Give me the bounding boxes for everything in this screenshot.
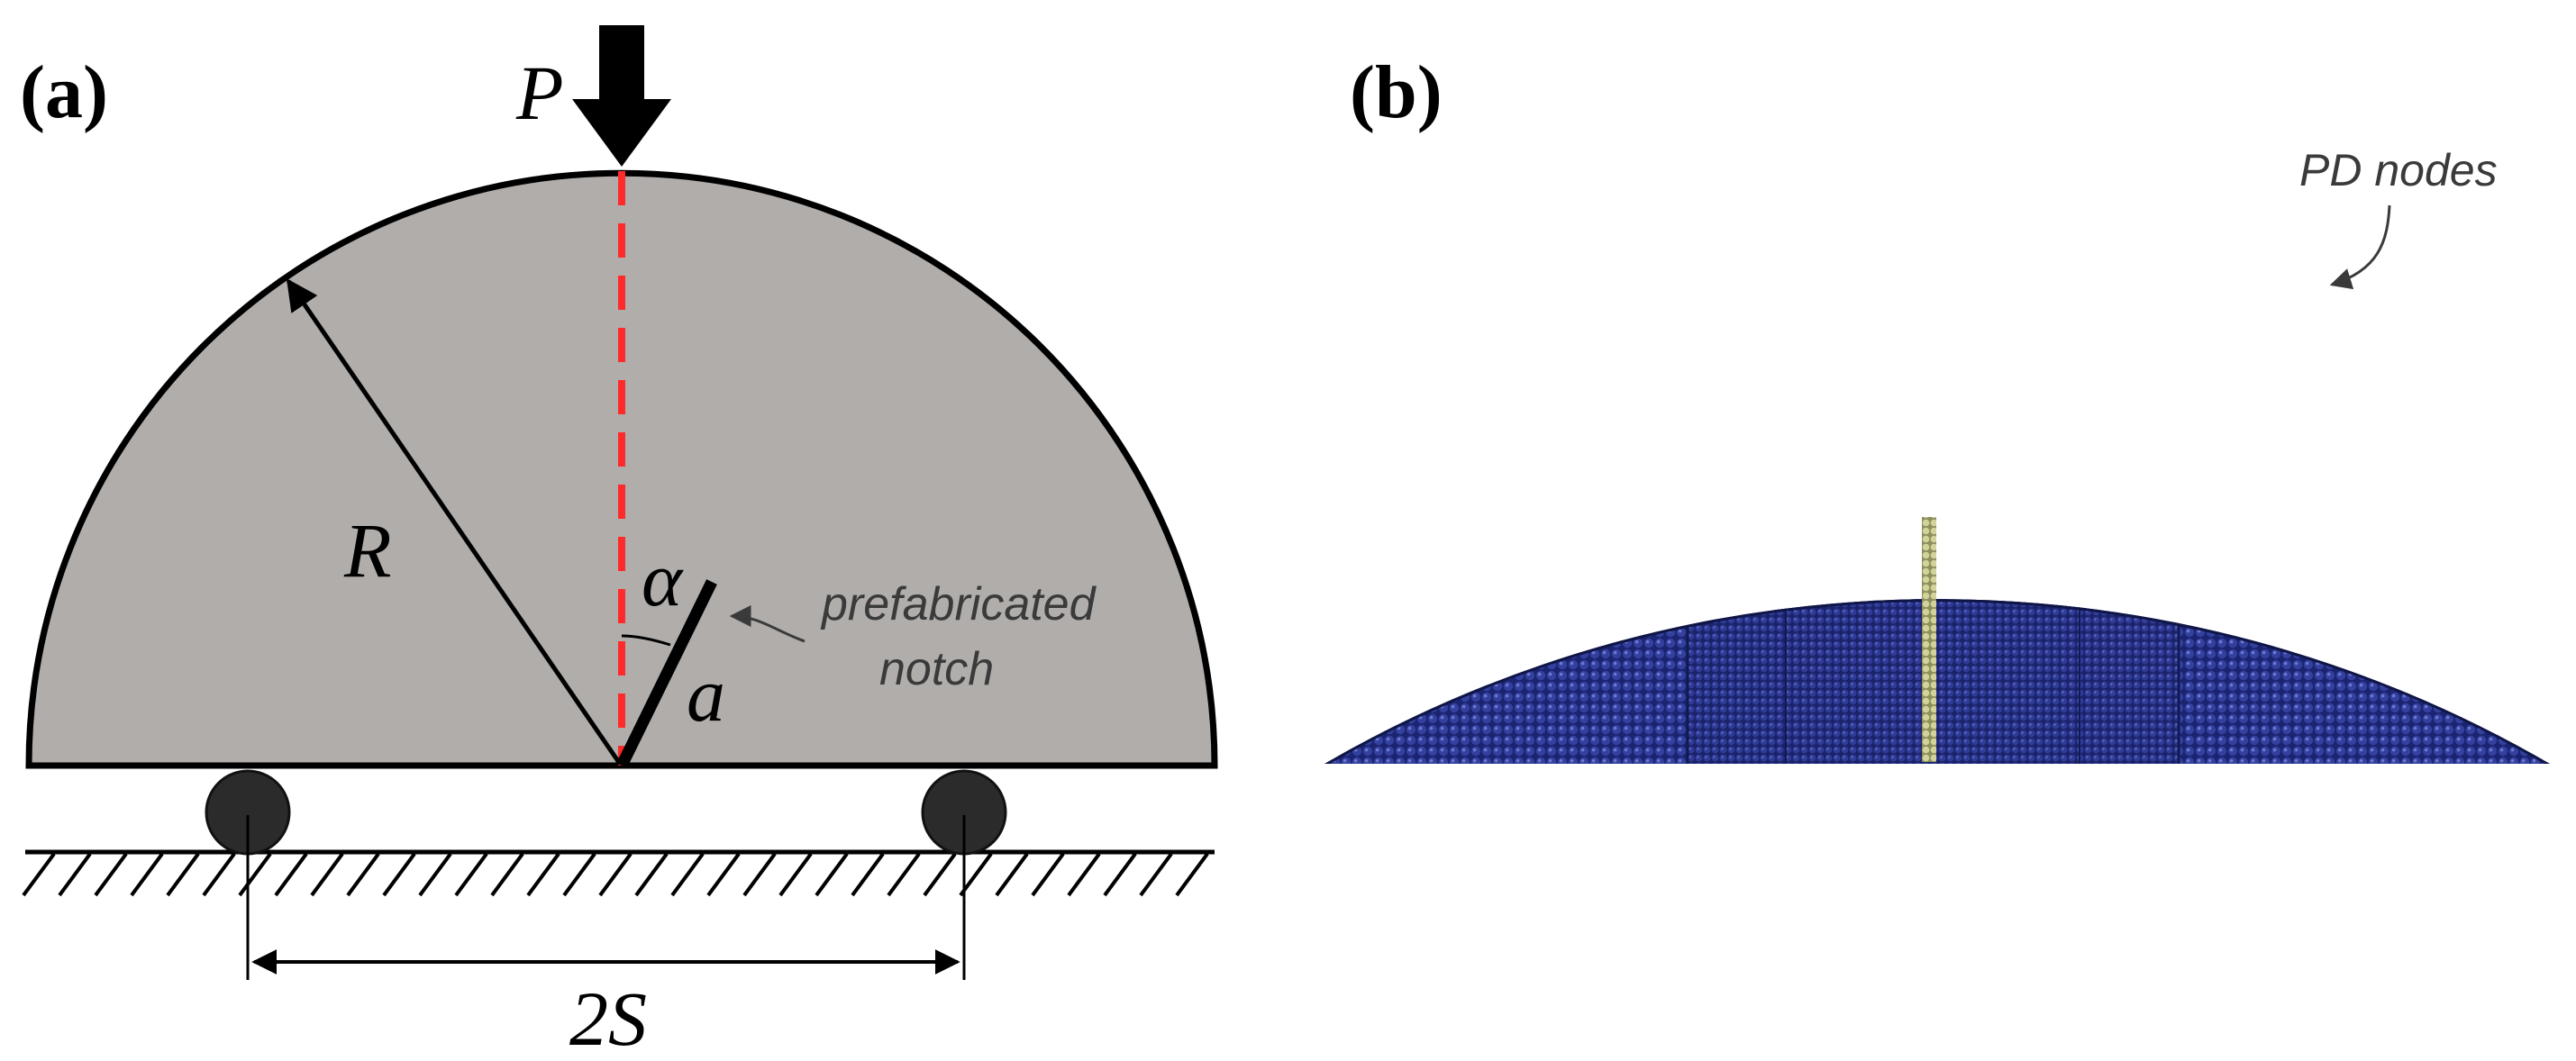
hatch-mark — [1031, 852, 1065, 897]
hatch-mark — [1103, 852, 1137, 897]
hatch-mark — [454, 852, 488, 897]
notch-length-symbol: a — [687, 651, 725, 738]
hatch-mark — [1067, 852, 1101, 897]
panel-a-label: (a) — [20, 50, 108, 134]
hatch-mark — [742, 852, 777, 897]
hatch-mark — [130, 852, 164, 897]
notch-pointer-arrow — [729, 605, 806, 643]
notch-annotation-line1: prefabricated — [820, 578, 1097, 630]
hatch-mark — [382, 852, 416, 897]
hatch-mark — [22, 852, 56, 897]
load-arrow-icon — [572, 25, 671, 167]
pd-node-mesh — [1324, 599, 2550, 764]
mesh-notch-annotation-line2: notch — [2069, 467, 2188, 521]
hatch-mark — [202, 852, 236, 897]
panel-b-label: (b) — [1350, 50, 1443, 134]
ground-support — [22, 849, 1215, 897]
span-symbol: 2S — [569, 975, 647, 1061]
radius-arrow — [286, 278, 623, 766]
mesh-notch — [1922, 517, 1936, 762]
hatch-mark — [923, 852, 957, 897]
hatch-mark — [851, 852, 885, 897]
hatch-mark — [1175, 852, 1209, 897]
mesh-notch-annotation-line1: prefabricated — [2018, 398, 2306, 452]
hatch-mark — [815, 852, 849, 897]
hatch-mark — [562, 852, 596, 897]
hatch-mark — [598, 852, 633, 897]
hatch-mark — [238, 852, 272, 897]
hatch-mark — [670, 852, 705, 897]
panel-a: (a) P R α a prefabricated notch — [20, 25, 1218, 1061]
angle-symbol: α — [642, 536, 684, 622]
hatch-mark — [274, 852, 308, 897]
hatch-mark — [634, 852, 669, 897]
hatch-mark — [310, 852, 344, 897]
hatch-mark — [706, 852, 741, 897]
prefabricated-notch — [616, 579, 717, 768]
hatch-mark — [490, 852, 524, 897]
hatch-mark — [418, 852, 452, 897]
pd-nodes-pointer-arrow — [2329, 204, 2391, 290]
hatch-mark — [959, 852, 993, 897]
panel-b: (b) PD nodes prefabricated notch — [1324, 50, 2550, 764]
hatch-mark — [346, 852, 380, 897]
hatch-mark — [58, 852, 92, 897]
hatch-mark — [887, 852, 921, 897]
radius-symbol: R — [343, 507, 392, 594]
angle-arc — [621, 634, 671, 647]
hatch-mark — [526, 852, 560, 897]
notch-annotation-line2: notch — [879, 643, 994, 695]
hatch-mark — [94, 852, 128, 897]
mesh-notch-pointer-arrow — [1949, 456, 2020, 528]
specimen-semicircle — [25, 169, 1218, 769]
hatch-mark — [778, 852, 813, 897]
hatch-mark — [166, 852, 200, 897]
hatch-mark — [1139, 852, 1173, 897]
pd-nodes-annotation: PD nodes — [2299, 145, 2498, 195]
hatch-mark — [995, 852, 1029, 897]
load-symbol: P — [515, 50, 564, 136]
